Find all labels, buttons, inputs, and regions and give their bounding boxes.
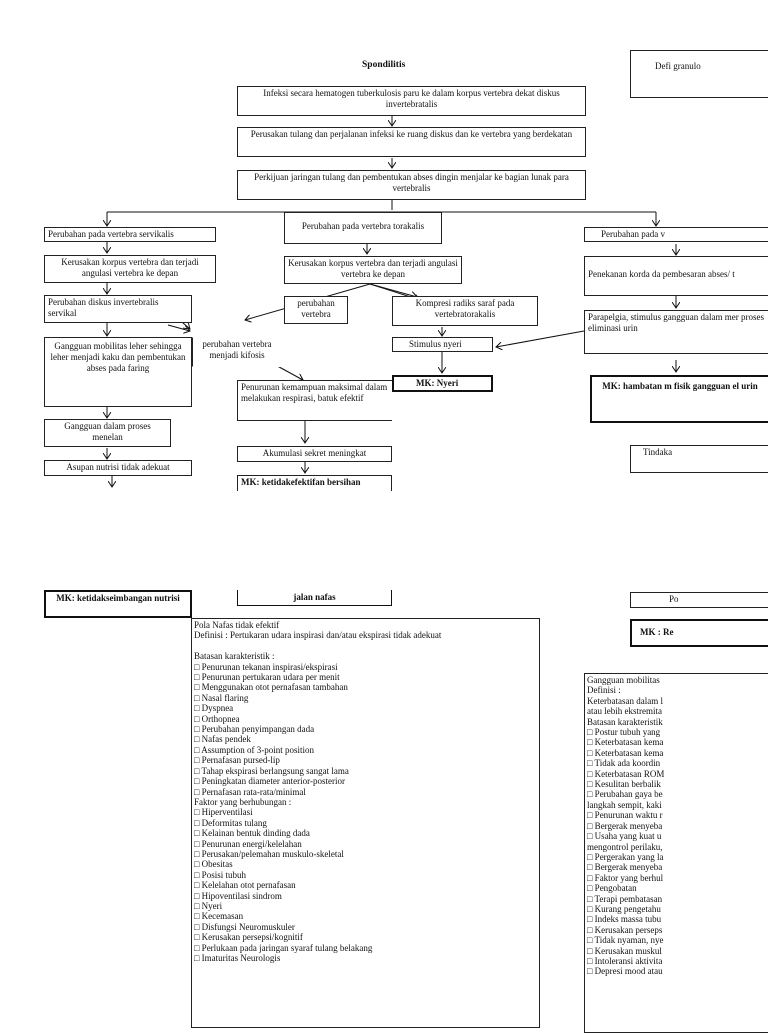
step-perkijuan-box: Perkijuan jaringan tulang dan pembentuka… [237,170,586,200]
mobilitas-line: □ Postur tubuh yang [587,727,661,738]
perubahan-vertebra-box: perubahan vertebra [284,296,348,324]
servikalis-branch-box: Perubahan pada vertebra servikalis [44,227,216,242]
pola-nafas-line: □ Obesitas [194,859,233,870]
torakalis-branch-box: Perubahan pada vertebra torakalis [284,212,442,244]
penekanan-korda-box: Penekanan korda da pembesaran abses/ t [584,256,768,296]
mobilitas-line: □ Indeks massa tubu [587,914,662,925]
mobilitas-line: Gangguan mobilitas [587,675,660,685]
mobilitas-line: □ Pengobatan [587,883,637,894]
mobilitas-line: Definisi : [587,685,621,696]
mobilitas-line: □ Keterbatasan kema [587,747,664,758]
mobilitas-line: □ Faktor yang berhul [587,872,664,883]
pola-nafas-line: □ Hipoventilasi sindrom [194,890,282,901]
mobilitas-line: Keterbatasan dalam l [587,695,663,706]
pola-nafas-line: □ Orthopnea [194,713,240,724]
pola-nafas-line: Definisi : Pertukaran udara inspirasi da… [194,630,442,641]
right-branch-box: Perubahan pada v [584,227,768,242]
pola-nafas-line: □ Nyeri [194,900,223,911]
pola-nafas-line: □ Dyspnea [194,703,234,714]
pola-nafas-line: □ Perubahan penyimpangan dada [194,724,315,735]
step-infeksi-box: Infeksi secara hematogen tuberkulosis pa… [237,86,586,116]
step-perusakan-box: Perusakan tulang dan perjalanan infeksi … [237,127,586,157]
mobilitas-line: □ Keterbatasan ROM [587,768,665,779]
pola-nafas-line: □ Menggunakan otot pernafasan tambahan [194,682,348,693]
pola-nafas-line: □ Kelainan bentuk dinding dada [194,828,310,839]
mk-nutrisi-box: MK: ketidakseimbangan nutrisi [44,590,192,618]
mobilitas-line: □ Kerusakan muskul [587,945,662,956]
pola-nafas-line: Faktor yang berhubungan : [194,796,292,807]
mobilitas-line: □ Tidak nyaman, nye [587,935,664,946]
mobilitas-line: □ Terapi pembatasan [587,893,663,904]
pola-nafas-line: □ Pernafasan rata-rata/minimal [194,786,306,797]
pola-nafas-line: Pola Nafas tidak efektif [194,620,280,630]
diagram-title: Spondilitis [362,60,406,70]
mobilitas-line: □ Kesulitan berbalik [587,779,661,790]
stimulus-nyeri-box: Stimulus nyeri [392,337,493,352]
torakalis-kerusakan-box: Kerusakan korpus vertebra dan terjadi an… [284,256,462,284]
mobilitas-line: □ Penurunan waktu r [587,810,663,821]
mobilitas-line: Batasan karakteristik [587,716,663,727]
pola-nafas-line: □ Imaturitas Neurologis [194,953,281,963]
mobilitas-line: langkah sempit, kaki [587,799,662,810]
pola-nafas-line: □ Disfungsi Neuromuskuler [194,921,295,932]
mobilitas-line: □ Bergerak menyeba [587,862,663,873]
pola-nafas-line: □ Perusakan/pelemahan muskulo-skeletal [194,848,344,859]
pola-nafas-line: □ Penurunan pertukaran udara per menit [194,672,340,683]
po-box: Po [630,592,768,608]
pola-nafas-line: □ Nafas pendek [194,734,251,745]
pola-nafas-line: □ Hiperventilasi [194,807,253,818]
servikalis-menelan-box: Gangguan dalam proses menelan [44,419,171,447]
mk-jalan-nafas-bottom: jalan nafas [237,590,392,606]
parapelgia-box: Parapelgia, stimulus gangguan dalam mer … [584,310,768,354]
pola-nafas-line [194,641,537,651]
definisi-partial-box: Defi granulo [630,50,768,98]
servikalis-diskus-box: Perubahan diskus invertebralis servikal [44,295,192,323]
mk-jalan-nafas-top: MK: ketidakefektifan bersihan [237,475,392,491]
servikalis-kerusakan-box: Kerusakan korpus vertebra dan terjadi an… [44,255,216,283]
akumulasi-sekret-box: Akumulasi sekret meningkat [237,446,392,462]
mobilitas-line: □ Perubahan gaya be [587,789,663,800]
servikalis-nutrisi-box: Asupan nutrisi tidak adekuat [44,460,192,476]
mobilitas-line: □ Usaha yang kuat u [587,831,662,842]
servikalis-mobilitas-box: Gangguan mobilitas leher sehingga leher … [44,337,192,407]
mk-nyeri-box: MK: Nyeri [392,375,493,392]
pola-nafas-line: □ Tahap ekspirasi berlangsung sangat lam… [194,765,349,776]
mobilitas-line: □ Kerusakan perseps [587,924,663,935]
pola-nafas-line: □ Pernafasan pursed-lip [194,755,280,766]
pola-nafas-line: □ Kelelahan otot pernafasan [194,880,296,891]
tindakan-box: Tindaka [630,445,768,473]
pola-nafas-line: □ Peningkatan diameter anterior-posterio… [194,776,345,787]
mk-hambatan-box: MK: hambatan m fisik gangguan el urin [590,375,768,423]
pola-nafas-line: □ Assumption of 3-point position [194,744,314,755]
mobilitas-line: □ Keterbatasan kema [587,737,664,748]
pola-nafas-line: □ Nasal flaring [194,692,249,703]
mobilitas-line: □ Pergerakan yang la [587,851,664,862]
mobilitas-line: □ Depresi mood atau [587,966,663,977]
mobilitas-line: atau lebih ekstremita [587,706,662,717]
pola-nafas-line: □ Deformitas tulang [194,817,267,828]
kompresi-radiks-box: Kompresi radiks saraf pada vertebratorak… [392,296,538,326]
mk-re-box: MK : Re [630,619,768,647]
pola-nafas-line: □ Kerusakan persepsi/kognitif [194,932,303,943]
mobilitas-line: □ Kurang pengetahu [587,903,661,914]
mobilitas-line: □ Tidak ada koordin [587,758,661,769]
mobilitas-line: mengontrol perilaku, [587,841,663,852]
kifosis-box: perubahan vertebra menjadi kifosis [192,337,282,367]
pola-nafas-line: □ Kecemasan [194,911,244,922]
pola-nafas-line: □ Penurunan energi/kelelahan [194,838,302,849]
mobilitas-line: □ Intoleransi aktivita [587,955,663,966]
pola-nafas-line: □ Penurunan tekanan inspirasi/ekspirasi [194,661,338,672]
pola-nafas-line: Batasan karakteristik : [194,651,275,662]
pola-nafas-line: □ Perlukaan pada jaringan syaraf tulang … [194,942,373,953]
pola-nafas-line: □ Posisi tubuh [194,869,246,880]
respirasi-box: Penurunan kemampuan maksimal dalam melak… [237,380,392,421]
mobilitas-line: □ Bergerak menyeba [587,820,663,831]
